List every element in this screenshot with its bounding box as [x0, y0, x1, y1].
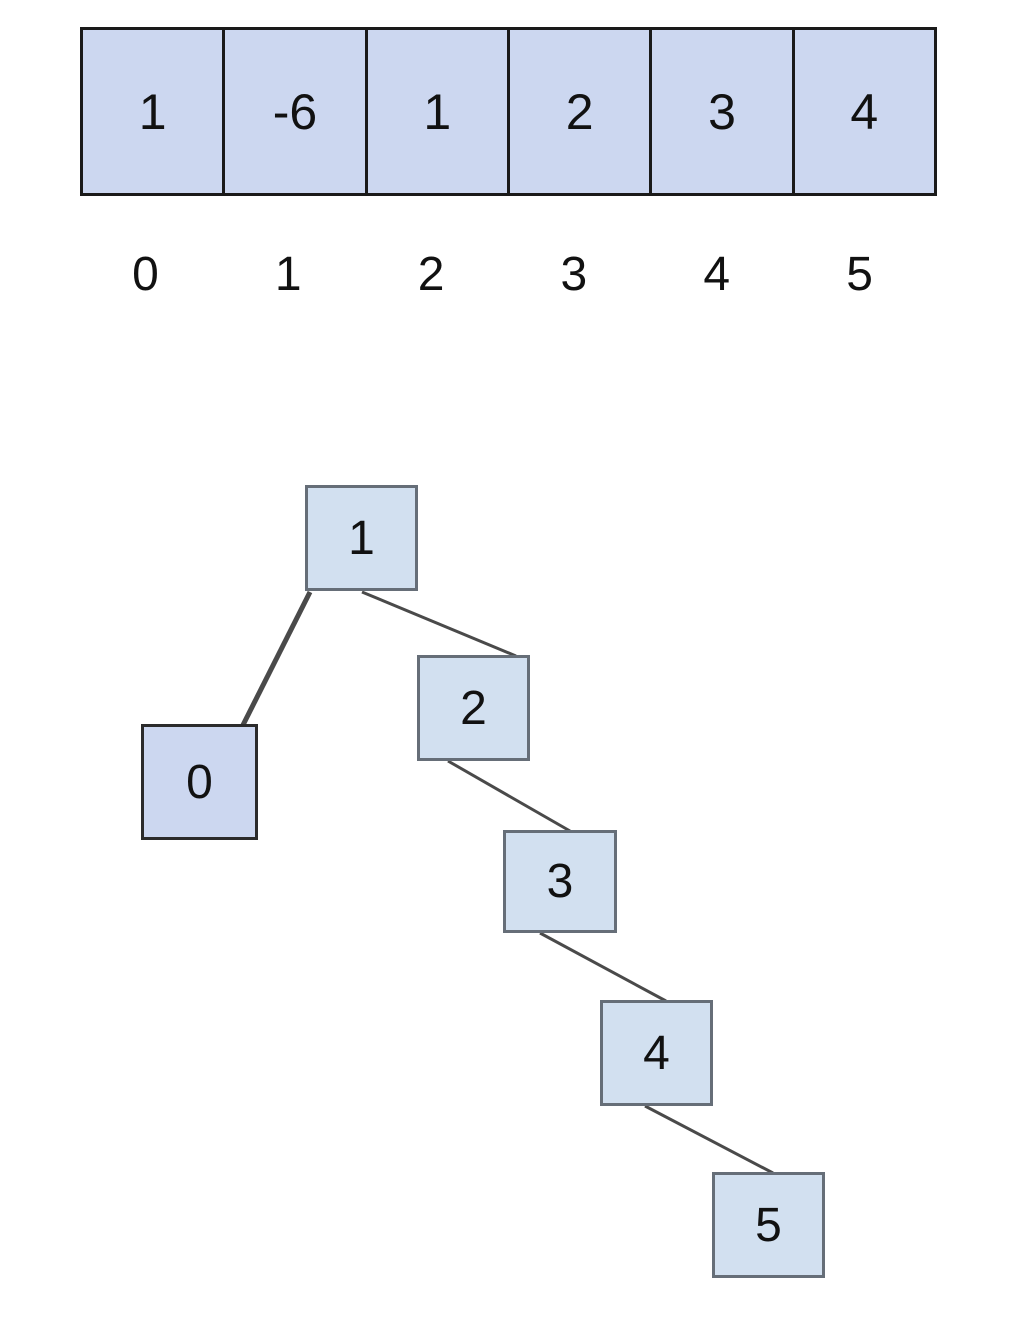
tree-node-2[interactable]: 2: [417, 655, 530, 761]
array-cell-1[interactable]: -6: [222, 27, 368, 196]
tree-node-1[interactable]: 1: [305, 485, 418, 591]
array-cell-4[interactable]: 3: [649, 27, 795, 196]
array-index-2: 2: [417, 248, 445, 301]
tree-node-label: 4: [643, 1026, 670, 1080]
tree-edge-n1-n2: [361, 590, 517, 658]
tree-node-0[interactable]: 0: [141, 724, 258, 840]
array-index-1: 1: [274, 248, 302, 301]
array-index-3: 3: [560, 248, 588, 301]
tree-edge-n4-n5: [644, 1104, 774, 1175]
tree-node-5[interactable]: 5: [712, 1172, 825, 1278]
tree-node-4[interactable]: 4: [600, 1000, 713, 1106]
tree-edge-n2-n3: [447, 759, 571, 833]
array-cell-2[interactable]: 1: [364, 27, 510, 196]
tree-node-label: 0: [186, 755, 213, 809]
tree-edge-n1-n0: [240, 590, 313, 727]
tree-node-label: 1: [348, 511, 375, 565]
array-figure: 1 -6 1 2 3 4: [79, 27, 938, 196]
array-cell-5[interactable]: 4: [791, 27, 938, 196]
tree-node-label: 2: [460, 681, 487, 735]
array-cell-0[interactable]: 1: [79, 27, 226, 196]
tree-node-label: 3: [546, 855, 574, 908]
array-index-5: 5: [846, 248, 873, 301]
array-cell-3[interactable]: 2: [506, 27, 653, 196]
tree-edge-n3-n4: [539, 931, 667, 1003]
tree-node-label: 5: [755, 1198, 782, 1252]
array-index-0: 0: [132, 248, 159, 301]
array-row: 1 -6 1 2 3 4: [79, 27, 938, 196]
array-index-labels: 0 1 2 3 4 5: [80, 245, 937, 305]
array-index-4: 4: [703, 248, 731, 301]
tree-node-3[interactable]: 3: [503, 830, 617, 933]
array-table: 1 -6 1 2 3 4: [79, 27, 938, 196]
